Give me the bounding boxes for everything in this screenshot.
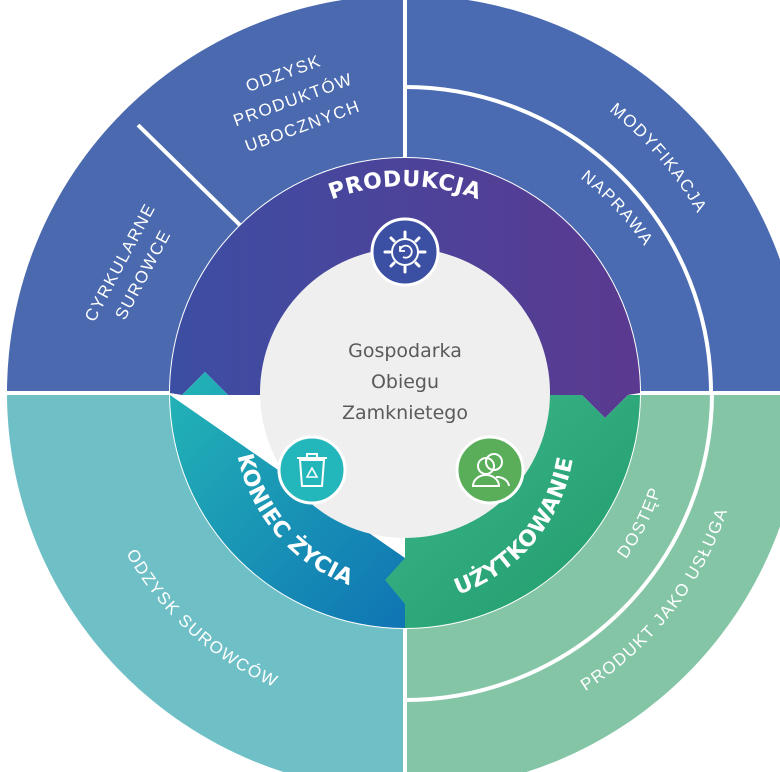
center-title-line3: Zamknietego (342, 402, 468, 424)
recycle-bin-icon (277, 435, 347, 505)
center-title-line1: Gospodarka (348, 340, 462, 362)
center-title-line2: Obiegu (371, 371, 439, 393)
ring-segment-end-of-life (170, 372, 405, 628)
users-icon (455, 435, 525, 505)
gear-cycle-icon (370, 217, 440, 287)
